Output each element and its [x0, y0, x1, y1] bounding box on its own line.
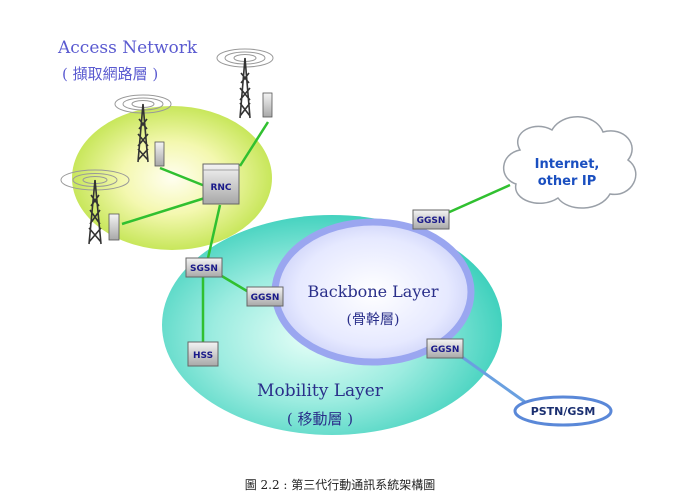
internet-label-line2: other IP	[538, 174, 597, 189]
link-tower-mid-rnc	[159, 166, 206, 188]
antenna-tower-icon	[216, 48, 274, 119]
rnc-node: RNC	[202, 163, 240, 205]
internet-label-line1: Internet,	[535, 157, 600, 172]
sgsn-node: SGSN	[185, 257, 223, 278]
access-network-subtitle: ( 擷取網路層 )	[62, 65, 158, 83]
link-rnc-sgsn	[206, 204, 222, 259]
pstn-label: PSTN/GSM	[531, 405, 596, 418]
link-ggsn-internet	[444, 183, 511, 216]
antenna-tower-icon	[60, 169, 130, 245]
antenna-tower-icon	[114, 94, 172, 167]
access-network-region	[72, 106, 272, 250]
ggsn-backbone-label: GGSN	[251, 293, 280, 303]
sgsn-label: SGSN	[190, 264, 218, 274]
link-ggsn-pstn	[454, 350, 526, 404]
rnc-label: RNC	[210, 183, 231, 193]
link-tower-left-rnc	[121, 196, 206, 226]
mobility-layer-subtitle: ( 移動層 )	[287, 410, 353, 428]
figure-caption: 圖 2.2 : 第三代行動通訊系統架構圖	[244, 478, 436, 492]
ggsn-backbone-node: GGSN	[246, 286, 284, 307]
backbone-layer-subtitle: (骨幹層)	[347, 311, 400, 328]
internet-cloud-icon: Internet, other IP	[503, 116, 637, 209]
ggsn-internet-node: GGSN	[412, 209, 450, 230]
access-network-title: Access Network	[57, 38, 198, 58]
link-tower-top-rnc	[238, 121, 270, 167]
ggsn-pstn-label: GGSN	[431, 345, 460, 355]
hss-label: HSS	[193, 351, 213, 361]
pstn-gsm-node: PSTN/GSM	[513, 395, 613, 427]
backbone-layer-title: Backbone Layer	[307, 282, 438, 301]
ggsn-pstn-node: GGSN	[426, 338, 464, 359]
ggsn-internet-label: GGSN	[417, 216, 446, 226]
mobility-layer-title: Mobility Layer	[257, 381, 384, 401]
hss-node: HSS	[187, 341, 219, 367]
